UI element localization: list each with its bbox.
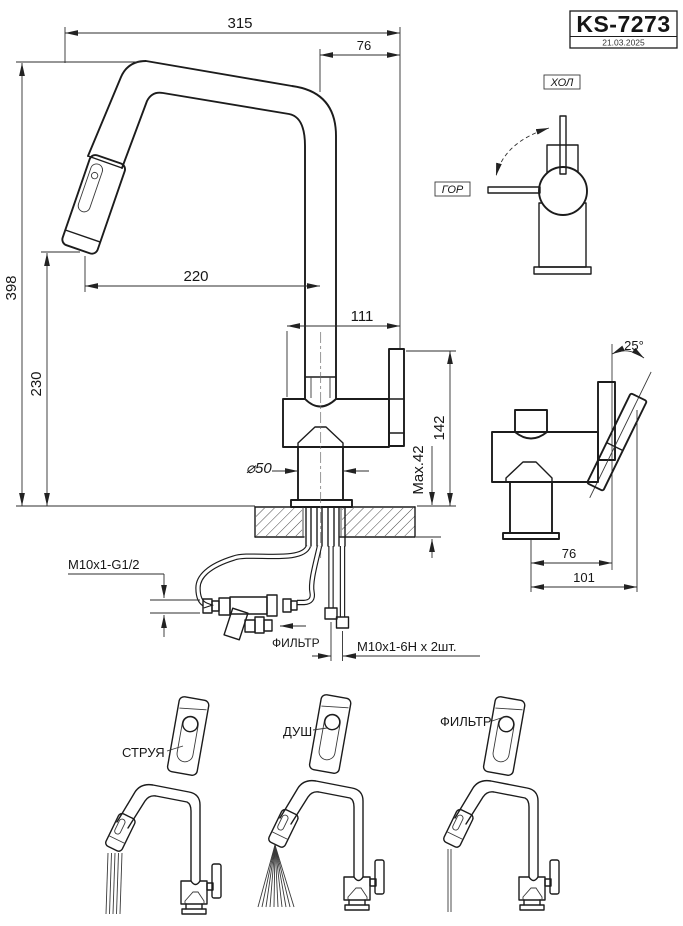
side-view: 25° 76 101: [491, 338, 652, 592]
spray-mode-jet: СТРУЯ: [103, 695, 222, 915]
filter-tee-fitting: [202, 594, 298, 641]
spray-mode-shower: ДУШ: [257, 693, 385, 911]
dim-spout-height: 230: [28, 371, 45, 396]
top-view: ХОЛ ГОР: [434, 74, 592, 275]
dim-spout-offset: 76: [357, 38, 371, 53]
dimensions-main: 315 76 398 230 220 111 142 ⌀50 Max.42: [3, 15, 456, 558]
dim-handle-total: 101: [573, 570, 595, 585]
base-flange: [290, 499, 353, 508]
supply-hoses: [195, 506, 350, 641]
spout-outer-edge: [87, 60, 337, 400]
dim-total-height: 398: [3, 275, 20, 300]
top-view-base: [533, 266, 592, 275]
countertop-hatch-right: [342, 508, 415, 536]
label-filter-port: ФИЛЬТР: [272, 636, 320, 650]
stud-tube-bundle: [305, 506, 346, 547]
lever-rotation-arrow: [495, 127, 550, 177]
label-mode-filter: ФИЛЬТР: [440, 714, 492, 729]
dim-handle-proj: 76: [562, 546, 576, 561]
label-hot: ГОР: [442, 184, 464, 196]
label-cold: ХОЛ: [550, 77, 574, 89]
countertop-hatch-left: [256, 508, 302, 536]
label-stud-thread: М10x1-6Н х 2шт.: [357, 639, 456, 654]
dim-reach: 220: [183, 268, 208, 285]
side-tube-stub: [514, 409, 548, 433]
dim-base-diameter: ⌀50: [246, 460, 272, 477]
hose-nut-1: [324, 607, 338, 620]
drawing-date: 21.03.2025: [602, 38, 645, 48]
model-number: KS-7273: [576, 11, 670, 37]
top-view-valve-circle: [538, 166, 588, 216]
label-inlet-thread: М10x1-G1/2: [68, 557, 140, 572]
lever-hot-position: [487, 186, 541, 194]
hose-nut-2: [335, 616, 350, 629]
filter-stream: [447, 849, 452, 912]
main-view: [61, 60, 405, 558]
thread-labels: М10x1-G1/2 ФИЛЬТР М10x1-6Н х 2шт.: [68, 557, 480, 661]
label-mode-jet: СТРУЯ: [122, 745, 165, 760]
handle-lever: [388, 348, 405, 447]
label-mode-shower: ДУШ: [283, 724, 312, 739]
dim-handle-angle: 25°: [624, 338, 644, 353]
lever-cold-position: [559, 115, 567, 175]
side-handle-socket: [597, 381, 616, 461]
spout-inner-edge: [121, 91, 306, 400]
side-body: [491, 431, 599, 483]
valve-body: [282, 398, 390, 448]
dim-total-width: 315: [227, 15, 252, 32]
pullout-spray-head: [61, 154, 126, 255]
spout-head-joint: [87, 155, 123, 169]
side-body-cone: [505, 461, 553, 483]
side-handle-lever: [586, 371, 652, 498]
spray-mode-filter: ФИЛЬТР: [440, 695, 560, 912]
dim-counter-thickness: Max.42: [410, 445, 427, 494]
dim-handle-width: 111: [351, 308, 374, 325]
side-base-flange: [502, 532, 560, 540]
dim-handle-height: 142: [431, 415, 448, 440]
title-block: KS-7273 21.03.2025: [569, 10, 678, 49]
jet-stream: [105, 852, 123, 915]
countertop-section: [254, 506, 416, 538]
shower-spray-fan: [257, 844, 295, 908]
